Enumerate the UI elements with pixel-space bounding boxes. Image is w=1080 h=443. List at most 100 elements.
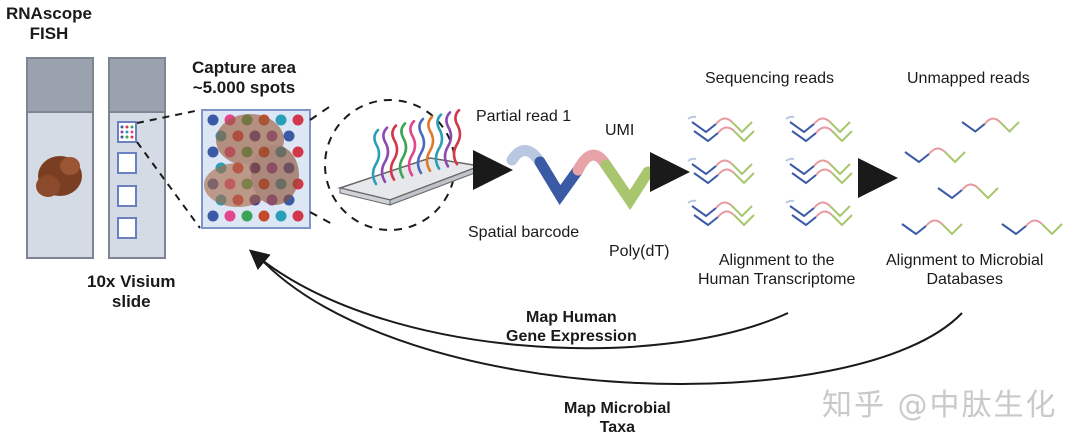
read-polydt-stroke xyxy=(1041,223,1063,236)
capture-spot xyxy=(224,210,236,222)
capture-spot xyxy=(292,114,304,126)
read-barcode-stroke xyxy=(1001,223,1027,236)
polydt-label: Poly(dT) xyxy=(609,243,670,260)
capture-probe xyxy=(416,117,426,175)
read-umi-stroke xyxy=(928,147,946,155)
read-umi-stroke xyxy=(961,183,979,191)
read-umi-stroke xyxy=(715,117,733,125)
read-umi-stroke xyxy=(1025,219,1043,227)
read-polydt-stroke xyxy=(829,163,851,176)
read-umi-stroke xyxy=(815,210,833,218)
capture-probe xyxy=(380,126,390,184)
read-polydt-stroke xyxy=(831,130,853,143)
read-polydt-stroke xyxy=(977,187,999,200)
read-umi-stroke xyxy=(815,168,833,176)
read-umi-stroke xyxy=(717,210,735,218)
unmapped-reads-label: Unmapped reads xyxy=(907,70,1030,87)
read-polydt-stroke xyxy=(944,151,966,164)
mini-spots xyxy=(120,125,134,139)
spatial-barcode-segment xyxy=(534,156,584,205)
capture-spot xyxy=(207,146,219,158)
capture-spot xyxy=(258,210,270,222)
read-barcode-stroke xyxy=(691,205,717,218)
read-umi-stroke xyxy=(813,159,831,167)
capture-probe xyxy=(371,128,381,186)
visium-slide xyxy=(108,57,166,259)
watermark: 知乎 @中肽生化 xyxy=(822,388,1058,423)
read-umi-stroke xyxy=(715,201,733,209)
read-umi-stroke xyxy=(717,126,735,134)
capture-probe xyxy=(434,113,444,170)
capture-probe xyxy=(407,119,417,177)
sequencing-reads-label: Sequencing reads xyxy=(705,70,834,87)
read-umi-stroke xyxy=(813,117,831,125)
read-barcode-stroke xyxy=(789,163,815,176)
sequencing-reads xyxy=(687,115,853,227)
capture-spot xyxy=(275,114,287,126)
read-barcode-stroke xyxy=(937,187,963,200)
capture-spot xyxy=(207,210,219,222)
read-polydt-stroke xyxy=(831,172,853,185)
read-barcode-stroke xyxy=(691,163,717,176)
capture-probe xyxy=(398,122,408,179)
read-barcode-stroke xyxy=(791,130,817,143)
read-partial-stroke xyxy=(785,115,795,120)
read-umi-stroke xyxy=(925,219,943,227)
read-polydt-stroke xyxy=(941,223,963,236)
read-barcode-stroke xyxy=(791,172,817,185)
read-barcode-stroke xyxy=(691,121,717,134)
unmapped-reads xyxy=(901,117,1063,236)
read-polydt-stroke xyxy=(731,121,753,134)
polydt-segment xyxy=(600,159,654,210)
read-barcode-stroke xyxy=(693,214,719,227)
read-umi-stroke xyxy=(813,201,831,209)
capture-probe xyxy=(443,111,453,168)
read-polydt-stroke xyxy=(829,121,851,134)
capture-spot xyxy=(207,114,219,126)
read-barcode-stroke xyxy=(789,121,815,134)
capture-spot xyxy=(292,146,304,158)
read-umi-stroke xyxy=(815,126,833,134)
read-umi-stroke xyxy=(984,117,1001,125)
read-polydt-stroke xyxy=(999,121,1020,133)
read-umi-stroke xyxy=(717,168,735,176)
read-partial-stroke xyxy=(687,157,697,162)
capture-area xyxy=(201,109,311,229)
capture-area-label: Capture area~5.000 spots xyxy=(192,58,296,98)
read-barcode-stroke xyxy=(791,214,817,227)
capture-probes xyxy=(371,108,462,186)
read-barcode-stroke xyxy=(904,151,930,164)
capture-spot xyxy=(292,210,304,222)
capture-spot xyxy=(275,210,287,222)
tissue-overlay xyxy=(204,114,299,207)
read-partial-stroke xyxy=(785,199,795,204)
zoom-lines-1 xyxy=(136,109,201,229)
read-polydt-stroke xyxy=(731,163,753,176)
read-partial-stroke xyxy=(687,199,697,204)
read-polydt-stroke xyxy=(831,214,853,227)
capture-probe xyxy=(389,124,399,181)
read-polydt-stroke xyxy=(731,205,753,218)
capture-probe xyxy=(425,115,435,173)
map-human-arrow xyxy=(248,249,789,350)
read-barcode-stroke xyxy=(693,172,719,185)
read-partial-stroke xyxy=(687,115,697,120)
capture-probe xyxy=(452,108,462,166)
read-umi-stroke xyxy=(715,159,733,167)
read-barcode-stroke xyxy=(961,121,986,133)
read-polydt-stroke xyxy=(733,130,755,143)
partial-read-label: Partial read 1 xyxy=(476,108,572,125)
rnascope-slide xyxy=(26,57,94,259)
read-barcode-stroke xyxy=(789,205,815,218)
read-barcode-stroke xyxy=(693,130,719,143)
umi-label: UMI xyxy=(605,122,635,139)
probe-slide xyxy=(337,108,483,206)
read-polydt-stroke xyxy=(733,172,755,185)
read-polydt-stroke xyxy=(829,205,851,218)
capture-spot xyxy=(283,130,295,142)
capture-spot xyxy=(241,210,253,222)
